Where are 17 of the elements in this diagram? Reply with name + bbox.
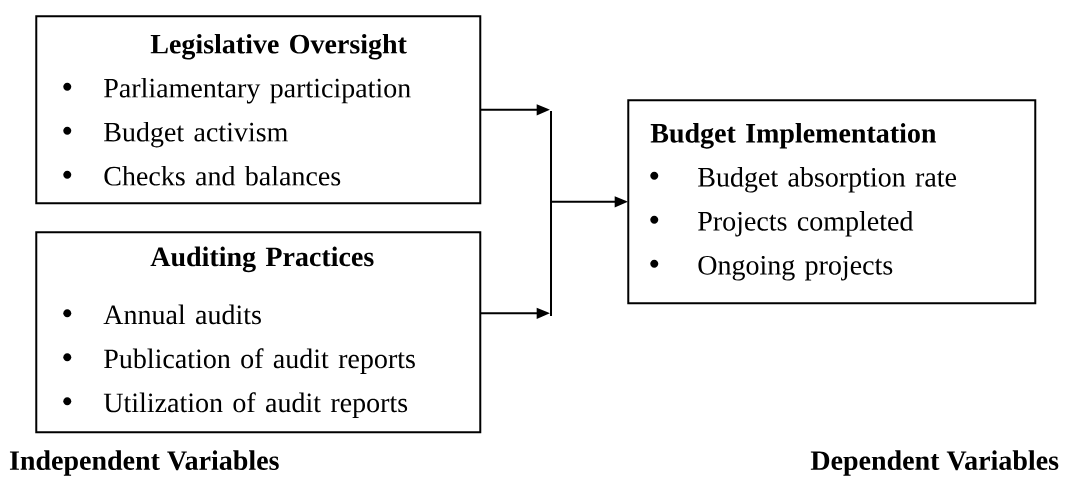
bullet-item: Utilization of audit reports <box>63 392 408 418</box>
bullet-item: Budget absorption rate <box>650 167 957 193</box>
bullet-item: Budget activism <box>63 121 288 148</box>
bracket-line <box>550 110 552 317</box>
variable-label: Dependent Variables <box>810 450 1059 476</box>
bullet-item: Projects completed <box>650 211 914 237</box>
heading: Auditing Practices <box>150 246 374 273</box>
variable-box <box>627 99 1037 305</box>
variable-box <box>35 231 482 434</box>
heading: Budget Implementation <box>650 123 937 149</box>
bullet-item: Checks and balances <box>63 165 341 186</box>
variable-box <box>35 15 482 205</box>
bullet-item: Ongoing projects <box>650 255 893 281</box>
bullet-item: Publication of audit reports <box>63 348 415 374</box>
bullet-item: Parliamentary participation <box>63 77 411 104</box>
bullet-item: Annual audits <box>63 304 261 325</box>
heading: Legislative Oversight <box>150 33 407 60</box>
